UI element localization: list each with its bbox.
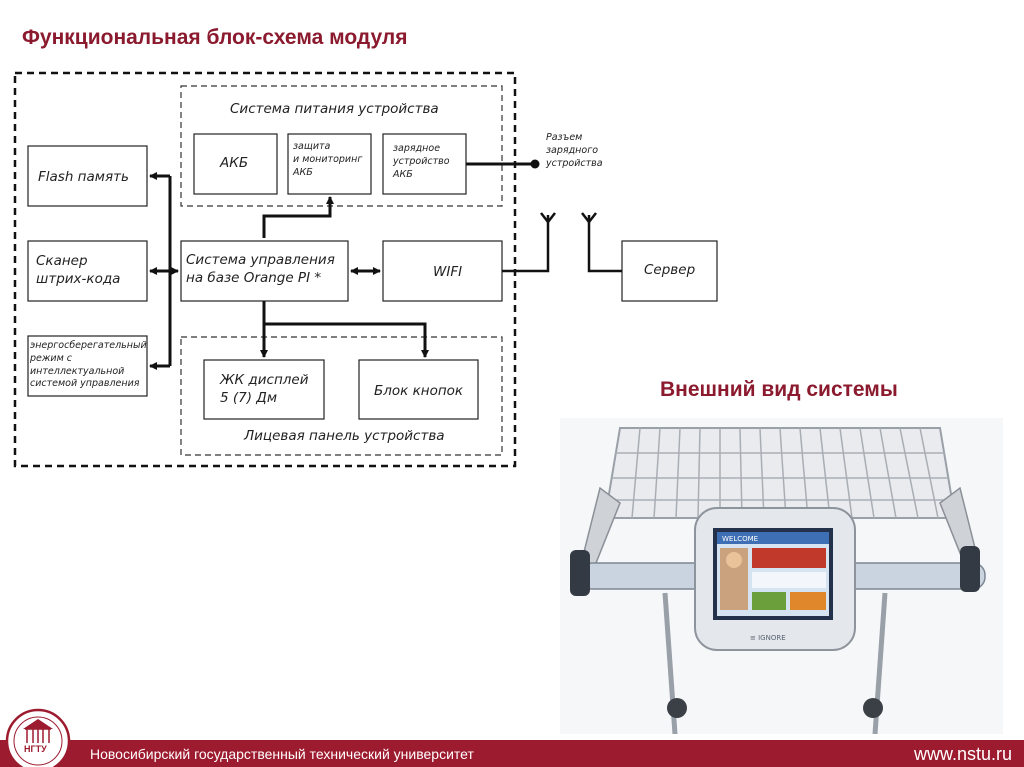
akb-block	[193, 133, 278, 195]
front-panel-frame	[180, 336, 503, 456]
control-label: Система управления на базе Orange PI *	[186, 252, 335, 287]
wifi-antenna-link	[502, 215, 550, 273]
protection-block	[287, 133, 372, 195]
module-frame	[13, 71, 517, 468]
scanner-block	[27, 240, 148, 302]
wifi-block	[382, 240, 503, 302]
page-title: Функциональная блок-схема модуля	[22, 26, 408, 49]
connector-label: Разъем зарядного устройства	[546, 132, 603, 169]
buttons-label: Блок кнопок	[374, 383, 464, 399]
control-block	[180, 240, 349, 302]
link-control-power	[262, 196, 334, 238]
charger-label: зарядное устройство АКБ	[393, 143, 450, 180]
akb-label: АКБ	[220, 155, 249, 171]
energy-label: энергосберегательный режим с интеллектуа…	[30, 340, 147, 390]
screen-brand-text: WELCOME	[722, 535, 758, 543]
flash-block	[27, 145, 148, 207]
energy-block	[27, 335, 148, 397]
front-panel-label: Лицевая панель устройства	[244, 428, 445, 444]
university-name: Новосибирский государственный технически…	[90, 746, 474, 762]
wifi-label: WIFI	[433, 264, 463, 280]
server-antenna-link	[587, 215, 622, 273]
lcd-block	[203, 359, 325, 420]
block-diagram	[13, 71, 718, 468]
lcd-label: ЖК дисплей 5 (7) Дм	[220, 372, 309, 407]
server-block	[621, 240, 718, 302]
footer-bar	[0, 740, 1024, 767]
appearance-title: Внешний вид системы	[660, 378, 898, 401]
power-group-frame	[180, 85, 503, 207]
flash-label: Flash память	[38, 169, 129, 185]
device-brand-text: ≡ IGNORE	[750, 634, 786, 642]
scanner-label: Сканер штрих-кода	[36, 253, 121, 288]
university-logo-icon	[5, 708, 71, 767]
logo-text: НГТУ	[22, 744, 49, 754]
cart-photo: WELCOME ≡ IGNORE	[560, 418, 1003, 734]
link-control-buttons	[264, 322, 429, 358]
connector-dot	[530, 159, 540, 169]
charger-block	[382, 133, 467, 195]
power-group-label: Система питания устройства	[230, 101, 439, 117]
site-link[interactable]: www.nstu.ru	[913, 744, 1012, 764]
buttons-block	[358, 359, 479, 420]
protection-label: защита и мониторинг АКБ	[293, 141, 363, 178]
server-label: Сервер	[644, 262, 696, 278]
